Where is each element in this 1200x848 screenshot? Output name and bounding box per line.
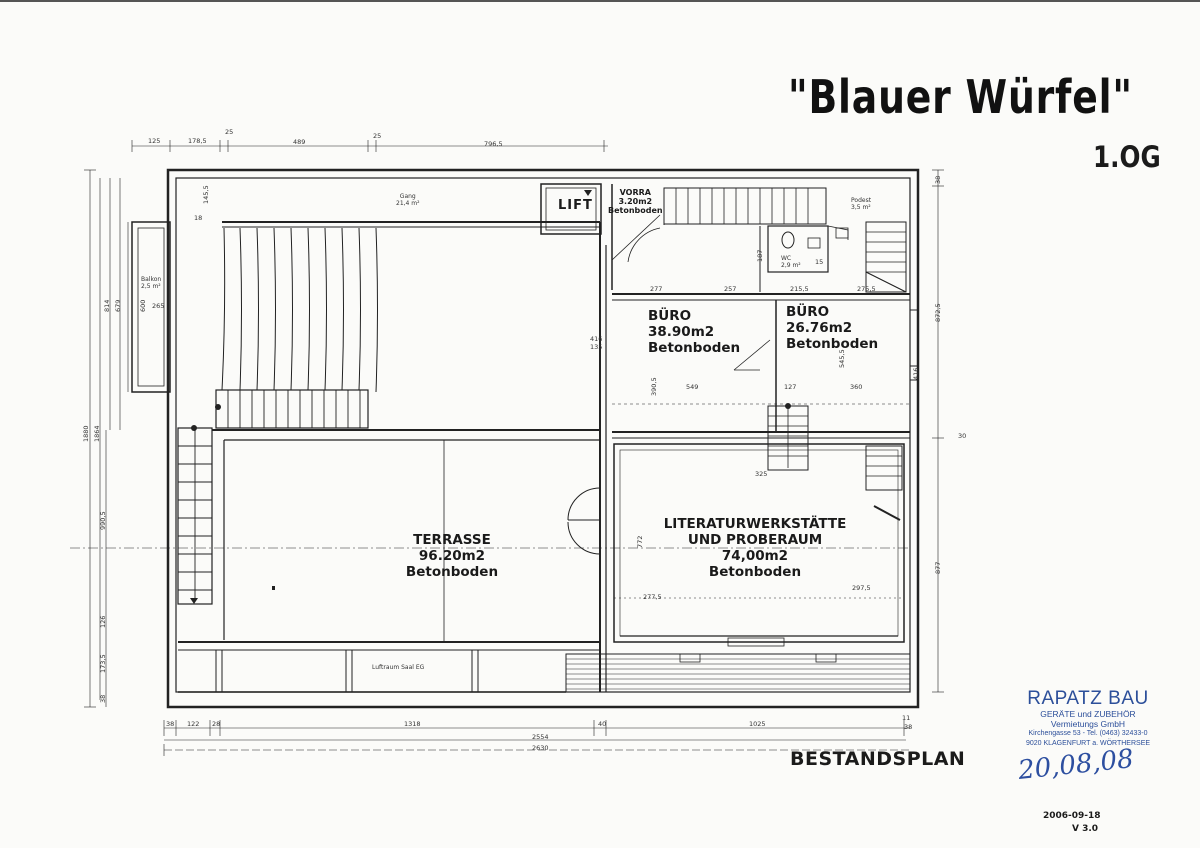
room-wc-name: WC (781, 255, 792, 262)
dim-misc-0: 18 (194, 214, 203, 222)
room-terrasse: TERRASSE 96.20m2 Betonboden (398, 532, 506, 580)
dim-top-5: 796,5 (484, 140, 503, 148)
dim-inner-top-3: 275,5 (857, 285, 876, 293)
dim-left-10: 145,5 (202, 185, 210, 204)
dim-left-2: 814 (103, 299, 111, 312)
dim-bottom-0: 38 (166, 720, 175, 728)
room-podest: Podest 3,5 m² (851, 197, 871, 211)
dim-misc-6: 187 (756, 249, 764, 262)
room-balkon: Balkon 2,5 m² (141, 276, 161, 290)
room-literaturwerkstaette: LITERATURWERKSTÄTTE UND PROBERAUM 74,00m… (655, 516, 855, 580)
room-gang: Gang 21,4 m² (396, 193, 420, 207)
dim-right-0: 38 (934, 175, 942, 184)
dim-right-2: 877 (934, 561, 942, 574)
dim-bottom-total-2: 2630 (532, 744, 549, 752)
dim-misc-3: 325 (755, 470, 768, 478)
dim-misc-7: 15 (815, 258, 824, 266)
dim-top-3: 489 (293, 138, 306, 146)
dim-misc-4: 277,5 (643, 593, 662, 601)
dim-inner-mid-1: 127 (784, 383, 797, 391)
dim-misc-8: 30 (958, 432, 967, 440)
dim-inner-top-2: 215,5 (790, 285, 809, 293)
room-vorra-area: 3.20m2 (618, 197, 653, 206)
dim-inner-mid-2: 360 (850, 383, 863, 391)
dim-misc-2: 135 (590, 343, 603, 351)
dim-left-1: 1864 (93, 425, 101, 442)
room-buero-2-name: BÜRO (786, 304, 830, 320)
dim-inner-top-0: 277 (650, 285, 663, 293)
dim-bottom-2: 28 (212, 720, 221, 728)
plan-date: 2006-09-18 (1043, 811, 1101, 821)
dim-misc-1: 416 (590, 335, 603, 343)
dim-bottom-3: 1318 (404, 720, 421, 728)
room-vorra-name: VORRA (619, 188, 651, 197)
dim-left-5: 265 (152, 302, 165, 310)
stamp-company-name: RAPATZ BAU (1027, 688, 1149, 709)
dim-top-2: 25 (225, 128, 234, 136)
dim-left-8: 173,5 (99, 654, 107, 673)
dim-left-4: 600 (139, 299, 147, 312)
room-terrasse-name: TERRASSE (413, 532, 491, 548)
floor-label: 1.OG (1093, 140, 1161, 174)
room-terrasse-area: 96.20m2 (418, 548, 486, 564)
room-balkon-name: Balkon (141, 276, 162, 283)
stamp-line-2: Vermietungs GmbH (1050, 718, 1126, 729)
dim-bottom-6: 11 (902, 714, 911, 722)
dim-top-4: 25 (373, 132, 382, 140)
dim-bottom-5: 1025 (749, 720, 766, 728)
dim-left-9: 38 (99, 694, 107, 703)
stamp-line-1: GERÄTE und ZUBEHÖR (1040, 709, 1136, 719)
room-buero-2-floor: Betonboden (786, 336, 879, 352)
room-gang-area: 21,4 m² (396, 200, 420, 207)
dim-left-7: 126 (99, 615, 107, 628)
room-terrasse-floor: Betonboden (405, 564, 499, 580)
dim-left-0: 1880 (82, 425, 90, 442)
dim-right-5: 390,5 (650, 377, 658, 396)
room-buero-1: BÜRO 38.90m2 Betonboden (648, 308, 740, 356)
dim-bottom-1: 122 (187, 720, 200, 728)
stamp-line-3: Kirchengasse 53 - Tel. (0463) 32433-0 (1028, 730, 1148, 737)
dim-right-1: 872,5 (934, 303, 942, 322)
dim-right-6: 772 (636, 535, 644, 548)
dim-left-3: 679 (114, 299, 122, 312)
company-stamp: RAPATZ BAU GERÄTE und ZUBEHÖR Vermietung… (1008, 688, 1168, 748)
room-buero-1-area: 38.90m2 (648, 324, 715, 340)
stamp-line-4: 9020 KLAGENFURT a. WÖRTHERSEE (1025, 739, 1151, 747)
balkon-outline (131, 221, 171, 393)
room-wc: WC 2,9 m² (781, 255, 801, 269)
room-wc-area: 2,9 m² (781, 262, 801, 269)
room-vorra-floor: Betonboden (608, 206, 663, 215)
dim-left-6: 990,5 (99, 511, 107, 530)
plan-version: V 3.0 (1072, 824, 1099, 834)
outer-wall (166, 168, 920, 709)
dim-inner-top-1: 257 (724, 285, 737, 293)
dim-inner-mid-0: 549 (686, 383, 699, 391)
dim-bottom-7: 38 (904, 723, 913, 731)
room-literatur-name-2: UND PROBERAUM (687, 532, 823, 548)
room-buero-1-floor: Betonboden (648, 340, 741, 356)
room-literatur-floor: Betonboden (708, 564, 802, 580)
plan-title: "Blauer Würfel" (788, 70, 1133, 124)
room-podest-name: Podest (851, 197, 872, 204)
dim-bottom-total-1: 2554 (532, 733, 549, 741)
dim-top-1: 178,5 (188, 137, 207, 145)
dim-top-0: 125 (148, 137, 161, 145)
plan-type-label: BESTANDSPLAN (790, 748, 966, 770)
room-balkon-area: 2,5 m² (141, 283, 161, 290)
room-buero-2: BÜRO 26.76m2 Betonboden (786, 304, 878, 352)
room-buero-2-area: 26.76m2 (786, 320, 853, 336)
room-literatur-name-1: LITERATURWERKSTÄTTE (663, 516, 847, 532)
room-vorra: VORRA 3.20m2 Betonboden (608, 188, 663, 215)
dim-bottom-4: 40 (598, 720, 607, 728)
dim-right-4: 545,5 (838, 349, 846, 368)
room-lift-label: LIFT (558, 198, 593, 213)
room-podest-area: 3,5 m² (851, 204, 871, 211)
room-literatur-area: 74,00m2 (721, 548, 789, 564)
room-gang-name: Gang (399, 193, 416, 200)
room-luftraum: Luftraum Saal EG (372, 664, 425, 671)
dim-misc-5: 297,5 (852, 584, 871, 592)
room-buero-1-name: BÜRO (648, 308, 692, 324)
dim-right-3: 416 (912, 367, 920, 380)
